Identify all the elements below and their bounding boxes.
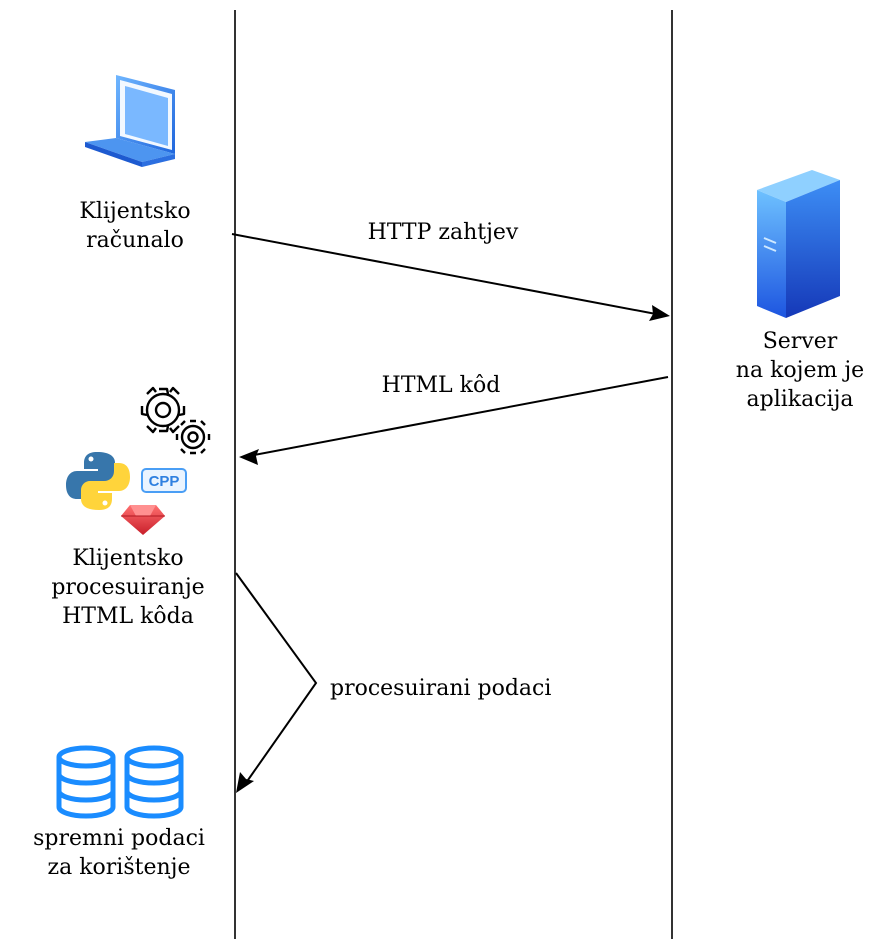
storage-label-line1: spremni podaci: [33, 826, 205, 851]
processing-label-line2: procesuiranje: [51, 575, 205, 600]
storage-label-line2: za korištenje: [47, 855, 191, 880]
server-label-line2: na kojem je: [735, 358, 865, 383]
database-icon: [56, 745, 184, 819]
client-label: Klijentsko računalo: [79, 197, 190, 255]
server-label-line3: aplikacija: [746, 387, 854, 412]
server-label-line1: Server: [762, 329, 838, 354]
request-arrow: [231, 233, 670, 321]
database-cylinder-right: [124, 745, 184, 819]
client-label-line2: računalo: [86, 228, 184, 253]
client-label-line1: Klijentsko: [79, 199, 191, 224]
server-icon: [757, 170, 840, 318]
processing-label-line1: Klijentsko: [72, 546, 184, 571]
storage-label: spremni podaci za korištenje: [33, 824, 205, 882]
processing-label-line3: HTML kôda: [62, 604, 194, 629]
server-label: Server na kojem je aplikacija: [736, 327, 864, 414]
request-message-label: HTTP zahtjev: [367, 220, 519, 245]
processing-label: Klijentsko procesuiranje HTML kôda: [51, 544, 204, 631]
cpp-badge-text: CPP: [149, 473, 180, 490]
cpp-icon: CPP: [141, 468, 187, 493]
gears-icon: [140, 386, 211, 455]
processed-message-label: procesuirani podaci: [330, 676, 552, 701]
python-icon: [66, 452, 130, 510]
laptop-icon: [85, 75, 175, 167]
ruby-icon: [121, 505, 165, 535]
response-message-label: HTML kôd: [381, 373, 501, 398]
processed-arrow: [235, 572, 318, 793]
database-cylinder-left: [56, 745, 116, 819]
response-arrow: [239, 376, 669, 465]
